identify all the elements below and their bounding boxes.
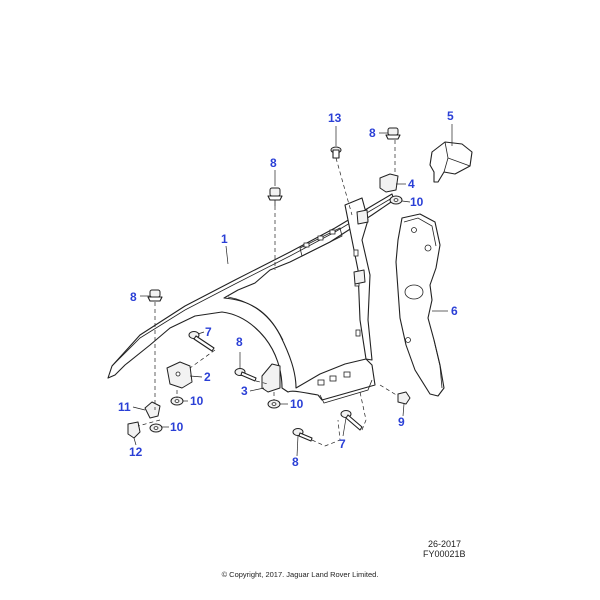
bracket-3	[261, 363, 281, 393]
callout-2: 2	[204, 370, 211, 384]
callout-8-mid: 8	[236, 335, 243, 349]
callout-4: 4	[408, 177, 415, 191]
callout-10-bracket3: 10	[290, 397, 304, 411]
callout-10-top-right: 10	[410, 195, 424, 209]
fastener-9	[397, 391, 411, 405]
seal-panel-6	[395, 213, 445, 397]
fastener-8-left	[147, 289, 163, 302]
nut-10-bracket3	[267, 399, 281, 409]
nut-10-lower-left	[149, 423, 163, 433]
callout-8-top-right: 8	[369, 126, 376, 140]
bolt-7-lower	[340, 410, 363, 431]
clip-12	[127, 421, 141, 439]
nut-10-top-right	[389, 195, 403, 205]
callout-5: 5	[447, 109, 454, 123]
insulator-5	[429, 141, 473, 183]
callout-11: 11	[118, 400, 131, 414]
callout-labels: 1 2 3 4 5 6 7 7 8 8 8 8 8 9 10 10 10 10 …	[118, 109, 458, 469]
clip-11	[144, 401, 161, 419]
fastener-8-top	[267, 187, 283, 206]
fastener-13	[330, 146, 342, 159]
callout-8-left: 8	[130, 290, 137, 304]
fastener-8-top-right	[385, 127, 401, 140]
callout-6: 6	[451, 304, 458, 318]
callout-9: 9	[398, 415, 405, 429]
assembly-lines	[137, 140, 399, 447]
bracket-rear-mid	[353, 269, 366, 285]
callout-8-bottom: 8	[292, 455, 299, 469]
callout-8-top: 8	[270, 156, 277, 170]
callout-13: 13	[328, 111, 342, 125]
copyright-notice: © Copyright, 2017. Jaguar Land Rover Lim…	[222, 570, 379, 579]
callout-12: 12	[129, 445, 143, 459]
callout-7-upper: 7	[205, 325, 212, 339]
nut-10-bracket2	[170, 396, 184, 406]
diagram-ref-id: FY00021B	[423, 549, 466, 559]
fastener-8-mid	[234, 368, 257, 382]
leader-lines	[132, 124, 453, 457]
bracket-rear-upper	[356, 209, 369, 225]
bracket-4	[379, 173, 399, 193]
bolt-7-upper	[188, 331, 215, 352]
callout-1: 1	[221, 232, 228, 246]
diagram-ref-code: 26-2017	[428, 539, 461, 549]
fastener-8-bottom	[292, 428, 313, 442]
callout-10-lower-left: 10	[170, 420, 184, 434]
callout-7-lower: 7	[339, 437, 346, 451]
callout-3: 3	[241, 384, 248, 398]
bracket-2	[166, 361, 193, 389]
callout-10-bracket2: 10	[190, 394, 204, 408]
